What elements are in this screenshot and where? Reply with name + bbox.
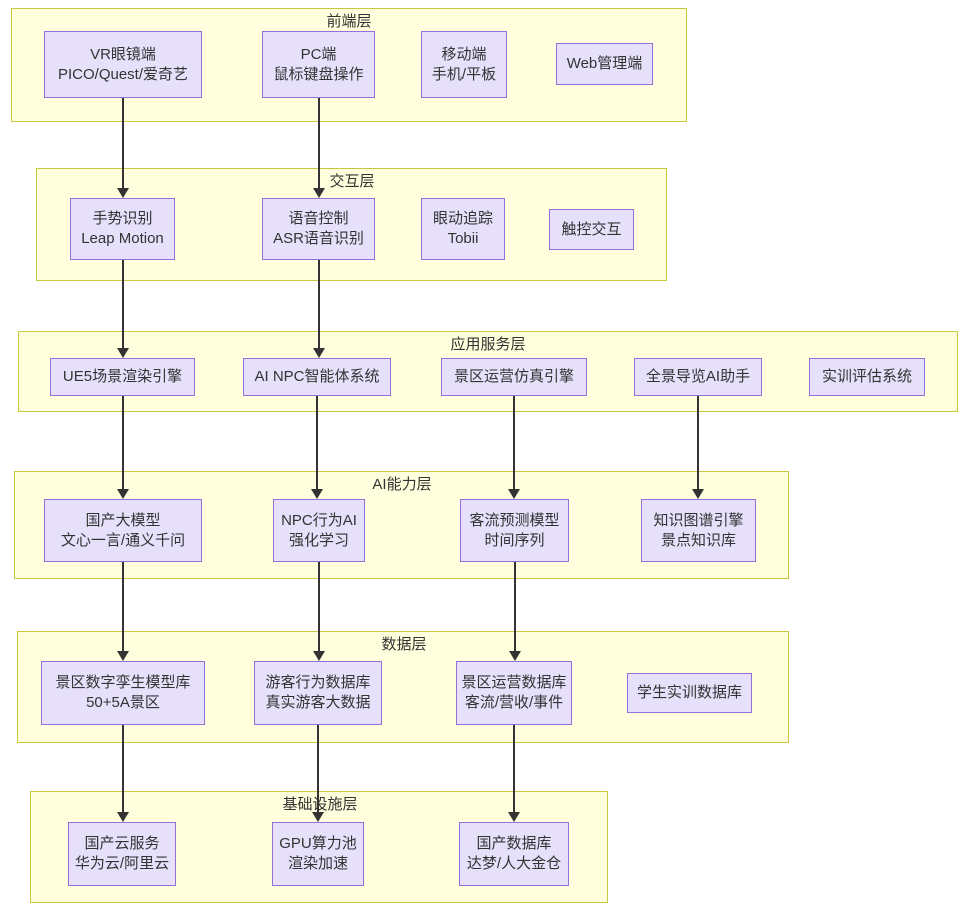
- node-mobile[interactable]: 移动端手机/平板: [421, 31, 507, 98]
- node-label-line: 国产大模型: [85, 511, 161, 529]
- node-ainpc[interactable]: AI NPC智能体系统: [243, 358, 391, 396]
- node-label-line: 鼠标键盘操作: [273, 65, 364, 83]
- node-label-line: 语音控制: [288, 210, 349, 228]
- node-label-line: 50+5A景区: [86, 694, 160, 711]
- node-label-line: 景区数字孪生模型库: [55, 674, 191, 692]
- node-label-line: UE5场景渲染引擎: [62, 368, 183, 386]
- node-label-line: Web管理端: [566, 55, 643, 73]
- node-behavior[interactable]: 游客行为数据库真实游客大数据: [254, 661, 382, 725]
- node-ops[interactable]: 景区运营数据库客流/营收/事件: [456, 661, 572, 725]
- node-label-line: GPU算力池: [279, 835, 357, 853]
- node-label-line: 国产数据库: [476, 835, 552, 853]
- layer-title-interaction: 交互层: [329, 173, 375, 190]
- arrowhead-ops-to-db: [508, 812, 520, 822]
- connector-llm-to-twin: [121, 562, 125, 652]
- arrowhead-behavior-to-gpu: [312, 812, 324, 822]
- arrowhead-llm-to-twin: [117, 651, 129, 661]
- arrowhead-guide-to-kg: [692, 489, 704, 499]
- node-label-line: NPC行为AI: [281, 511, 357, 529]
- arrowhead-ainpc-to-npcai: [311, 489, 323, 499]
- node-vr[interactable]: VR眼镜端 PICO/Quest/爱奇艺: [44, 31, 202, 98]
- node-label-line: Tobii: [447, 230, 479, 247]
- node-guide[interactable]: 全景导览AI助手: [634, 358, 762, 396]
- node-label-line: 华为云/阿里云: [74, 855, 170, 872]
- connector-flow-to-ops: [513, 562, 517, 652]
- node-flow[interactable]: 客流预测模型时间序列: [460, 499, 569, 562]
- node-label-line: PC端: [300, 45, 337, 63]
- node-label-line: PICO/Quest/爱奇艺: [57, 65, 189, 83]
- arrowhead-vr-to-gesture: [117, 188, 129, 198]
- connector-gesture-to-ue5: [121, 260, 125, 349]
- connector-ainpc-to-npcai: [315, 396, 319, 490]
- node-label-line: 移动端: [441, 45, 487, 63]
- layer-title-frontend: 前端层: [326, 13, 372, 30]
- connector-npcai-to-behavior: [317, 562, 321, 652]
- node-assess[interactable]: 实训评估系统: [809, 358, 925, 396]
- connector-guide-to-kg: [696, 396, 700, 490]
- node-label-line: 景区运营仿真引擎: [453, 368, 574, 386]
- node-db[interactable]: 国产数据库达梦/人大金仓: [459, 822, 569, 886]
- connector-vr-to-gesture: [121, 98, 125, 189]
- node-label-line: 实训评估系统: [821, 368, 912, 386]
- node-kg[interactable]: 知识图谱引擎景点知识库: [641, 499, 756, 562]
- arrowhead-sim-to-flow: [508, 489, 520, 499]
- node-student[interactable]: 学生实训数据库: [627, 673, 752, 713]
- node-label-line: 手机/平板: [431, 65, 497, 83]
- node-label-line: 触控交互: [561, 220, 622, 238]
- node-label-line: Leap Motion: [81, 230, 164, 247]
- layer-title-aicapability: AI能力层: [372, 476, 432, 493]
- node-web[interactable]: Web管理端: [556, 43, 653, 85]
- connector-sim-to-flow: [512, 396, 516, 490]
- node-ue5[interactable]: UE5场景渲染引擎: [50, 358, 195, 396]
- arrowhead-npcai-to-behavior: [313, 651, 325, 661]
- connector-behavior-to-gpu: [316, 725, 320, 813]
- node-label-line: 手势识别: [92, 210, 153, 228]
- node-label-line: 时间序列: [484, 531, 545, 549]
- node-gesture[interactable]: 手势识别 Leap Motion: [70, 198, 175, 260]
- node-touch[interactable]: 触控交互: [549, 209, 634, 250]
- node-eye[interactable]: 眼动追踪 Tobii: [421, 198, 505, 260]
- node-label-line: VR眼镜端: [90, 45, 156, 63]
- node-label-line: 国产云服务: [84, 835, 160, 853]
- layer-title-infrastructure: 基础设施层: [282, 796, 358, 813]
- node-label-line: 全景导览AI助手: [645, 368, 751, 386]
- arrowhead-flow-to-ops: [509, 651, 521, 661]
- node-twin[interactable]: 景区数字孪生模型库 50+5A景区: [41, 661, 205, 725]
- node-label-line: ASR语音识别: [273, 230, 364, 247]
- node-label-line: 真实游客大数据: [265, 694, 371, 711]
- connector-ops-to-db: [512, 725, 516, 813]
- connector-ue5-to-llm: [121, 396, 125, 490]
- node-label-line: 游客行为数据库: [265, 674, 371, 692]
- connector-voice-to-ainpc: [317, 260, 321, 349]
- node-npcai[interactable]: NPC行为AI 强化学习: [273, 499, 365, 562]
- layer-title-appservice: 应用服务层: [450, 336, 526, 353]
- node-label-line: 文心一言/通义千问: [60, 531, 186, 549]
- node-label-line: 客流预测模型: [469, 511, 560, 529]
- node-label-line: 知识图谱引擎: [653, 511, 744, 529]
- node-label-line: 渲染加速: [287, 855, 348, 872]
- layer-title-data: 数据层: [381, 636, 427, 653]
- node-label-line: 景点知识库: [660, 531, 736, 549]
- node-label-line: 客流/营收/事件: [464, 694, 564, 711]
- node-label-line: AI NPC智能体系统: [254, 368, 380, 386]
- node-llm[interactable]: 国产大模型文心一言/通义千问: [44, 499, 202, 562]
- arrowhead-pc-to-voice: [313, 188, 325, 198]
- node-label-line: 学生实训数据库: [636, 684, 742, 702]
- arrowhead-ue5-to-llm: [117, 489, 129, 499]
- arrowhead-gesture-to-ue5: [117, 348, 129, 358]
- arrowhead-voice-to-ainpc: [313, 348, 325, 358]
- node-voice[interactable]: 语音控制 ASR语音识别: [262, 198, 375, 260]
- node-label-line: 眼动追踪: [432, 210, 493, 228]
- connector-twin-to-cloud: [121, 725, 125, 813]
- node-label-line: 强化学习: [288, 531, 349, 549]
- arrowhead-twin-to-cloud: [117, 812, 129, 822]
- node-cloud[interactable]: 国产云服务华为云/阿里云: [68, 822, 176, 886]
- node-sim[interactable]: 景区运营仿真引擎: [441, 358, 587, 396]
- node-pc[interactable]: PC端鼠标键盘操作: [262, 31, 375, 98]
- node-gpu[interactable]: GPU算力池渲染加速: [272, 822, 364, 886]
- connector-pc-to-voice: [317, 98, 321, 189]
- node-label-line: 达梦/人大金仓: [466, 855, 562, 872]
- node-label-line: 景区运营数据库: [461, 674, 567, 692]
